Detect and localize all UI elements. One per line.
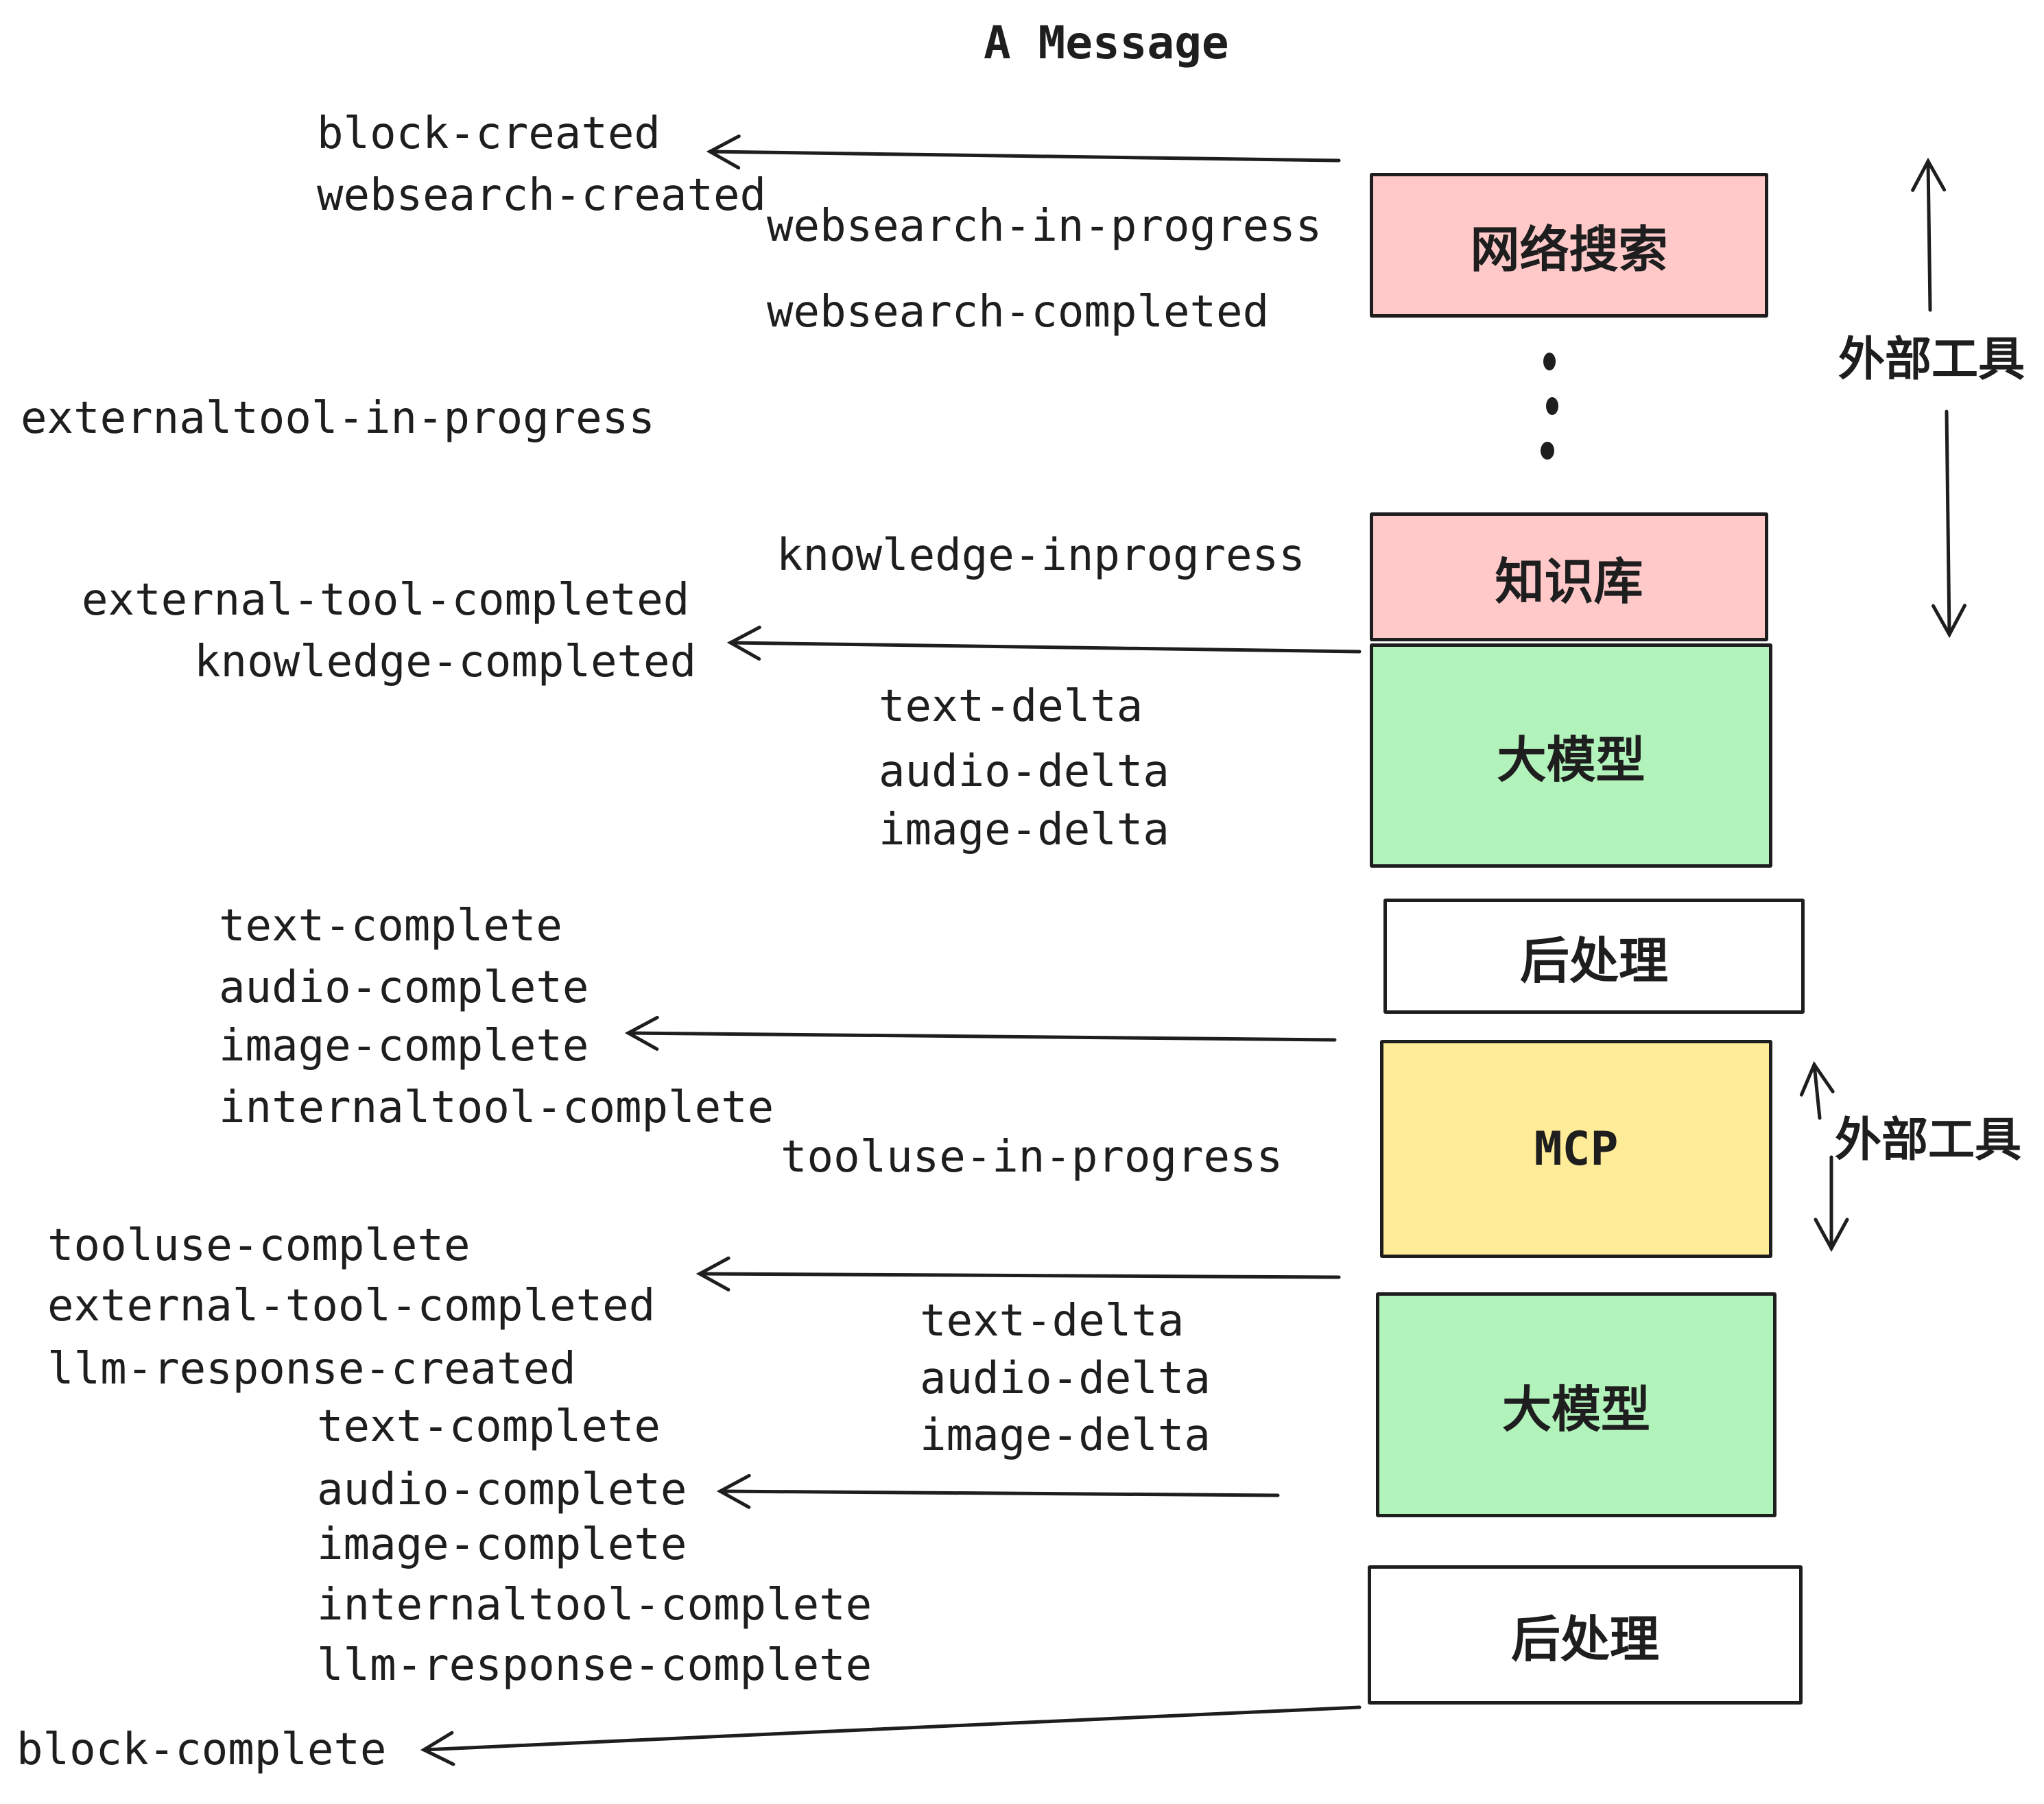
event-audio-delta-1: audio-delta <box>879 746 1169 797</box>
event-audio-complete-2: audio-complete <box>317 1464 687 1515</box>
box-postprocess-1: 后处理 <box>1383 899 1805 1014</box>
event-image-complete-1: image-complete <box>219 1021 589 1071</box>
event-llm-response-created: llm-response-created <box>47 1344 576 1394</box>
arrow-external-tools-mid-up <box>1799 1060 1835 1120</box>
event-knowledge-completed: knowledge-completed <box>194 637 697 687</box>
ellipsis-dots <box>1541 353 1558 460</box>
event-llm-response-complete: llm-response-complete <box>317 1640 872 1691</box>
arrow-to-knowledge-completed <box>726 626 1362 661</box>
arrow-external-tools-top-up <box>1911 157 1947 312</box>
box-llm-2: 大模型 <box>1376 1292 1776 1517</box>
event-internaltool-complete-2: internaltool-complete <box>317 1580 872 1630</box>
event-websearch-in-progress: websearch-in-progress <box>767 201 1322 252</box>
event-text-complete-2: text-complete <box>317 1401 661 1452</box>
arrow-to-audio-complete <box>716 1473 1280 1509</box>
box-mcp: MCP <box>1380 1040 1772 1258</box>
arrow-to-image-complete <box>624 1015 1337 1051</box>
event-block-created: block-created <box>317 108 661 159</box>
event-knowledge-inprogress: knowledge-inprogress <box>776 530 1305 581</box>
event-websearch-completed: websearch-completed <box>767 287 1270 337</box>
event-externaltool-in-progress: externaltool-in-progress <box>21 393 655 444</box>
event-image-delta-1: image-delta <box>879 805 1169 855</box>
event-internaltool-complete-1: internaltool-complete <box>219 1082 774 1133</box>
box-postprocess-2-label: 后处理 <box>1510 1611 1659 1668</box>
event-audio-delta-2: audio-delta <box>920 1353 1211 1404</box>
box-postprocess-2: 后处理 <box>1368 1565 1803 1705</box>
event-audio-complete-1: audio-complete <box>219 962 589 1013</box>
box-llm-1: 大模型 <box>1370 643 1772 868</box>
box-llm-1-label: 大模型 <box>1497 731 1645 789</box>
event-text-complete-1: text-complete <box>219 901 562 951</box>
box-mcp-label: MCP <box>1534 1121 1619 1176</box>
event-external-tool-completed-2: external-tool-completed <box>47 1281 656 1331</box>
event-external-tool-completed-1: external-tool-completed <box>82 575 690 626</box>
event-image-delta-2: image-delta <box>920 1410 1211 1461</box>
diagram-title: A Message <box>984 16 1229 69</box>
arrow-to-block-complete <box>420 1705 1362 1766</box>
event-text-delta-1: text-delta <box>879 681 1143 732</box>
event-text-delta-2: text-delta <box>920 1296 1185 1346</box>
event-websearch-created: websearch-created <box>317 170 767 221</box>
box-knowledge: 知识库 <box>1370 512 1768 641</box>
box-websearch: 网络搜索 <box>1370 173 1768 318</box>
arrow-to-block-created <box>706 134 1341 170</box>
box-postprocess-1-label: 后处理 <box>1519 931 1668 990</box>
event-tooluse-complete: tooluse-complete <box>47 1220 471 1271</box>
arrow-to-tooluse-complete <box>696 1256 1341 1292</box>
event-image-complete-2: image-complete <box>317 1519 687 1570</box>
arrow-external-tools-top-down <box>1931 410 1966 639</box>
box-knowledge-label: 知识库 <box>1495 552 1643 610</box>
box-llm-2-label: 大模型 <box>1501 1380 1650 1438</box>
side-label-external-tools-top: 外部工具 <box>1838 333 2025 387</box>
box-websearch-label: 网络搜索 <box>1470 221 1668 278</box>
event-tooluse-in-progress: tooluse-in-progress <box>781 1132 1283 1183</box>
event-block-complete: block-complete <box>16 1724 387 1775</box>
side-label-external-tools-mid: 外部工具 <box>1835 1113 2022 1167</box>
